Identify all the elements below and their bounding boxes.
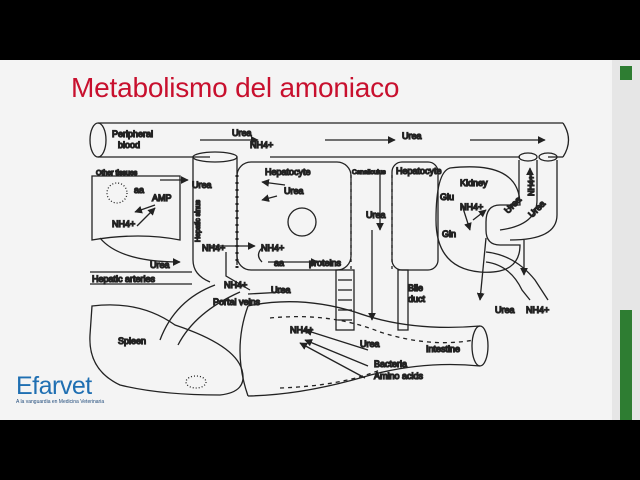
label-amp: AMP: [152, 193, 172, 203]
label-spleen: Spleen: [118, 336, 146, 346]
label-urea-portal: Urea: [271, 285, 291, 295]
scroll-thumb[interactable]: [620, 310, 632, 420]
label-urea-canaliculus: Urea: [366, 210, 386, 220]
label-urea-kidney-2: Urea: [526, 199, 547, 220]
label-urea-top-right: Urea: [402, 131, 422, 141]
spleen: [90, 305, 243, 395]
label-nh4-sinus: NH4+: [202, 243, 225, 253]
label-urea-tissue: Urea: [150, 260, 170, 270]
label-hepatic-arteries: Hepatic arteries: [92, 274, 156, 284]
label-peripheral: Peripheral: [112, 129, 153, 139]
logo-brand: Efarvet: [16, 372, 104, 401]
label-intestine: Intestine: [426, 344, 460, 354]
label-canaliculus: Canaliculus: [352, 169, 386, 176]
scroll-marker: [620, 66, 632, 80]
logo-tagline: A la vanguardia en Medicina Veterinaria: [16, 399, 104, 405]
label-urea-intestine: Urea: [360, 339, 380, 349]
label-proteins: proteins: [309, 258, 342, 268]
label-urea-bottom: Urea: [495, 305, 515, 315]
label-bile: Bile: [408, 283, 423, 293]
label-duct: duct: [408, 294, 426, 304]
label-nh4-hepatocyte: NH4+: [261, 243, 284, 253]
label-portal-veins: Portal veins: [213, 297, 261, 307]
peripheral-vessel: [90, 123, 569, 157]
label-hepatocyte-1: Hepatocyte: [265, 167, 311, 177]
label-nh4-tissue: NH4+: [112, 219, 135, 229]
label-other-tissues: Other tissues: [96, 170, 138, 177]
label-nh4-top: NH4+: [250, 140, 273, 150]
label-kidney: Kidney: [460, 178, 488, 188]
label-aa-left: aa: [134, 185, 144, 195]
label-hepatocyte-2: Hepatocyte: [396, 166, 442, 176]
label-hepatic-sinus: Hepatic sinus: [195, 199, 202, 242]
label-gln: Gln: [442, 229, 456, 239]
label-glu: Glu: [440, 192, 454, 202]
label-nh4-vertical: NH4+: [527, 175, 536, 196]
ammonia-metabolism-diagram: Peripheral blood Urea NH4+ Urea Other ti…: [0, 60, 612, 420]
label-aa-hepatocyte: aa: [274, 258, 284, 268]
label-urea-hepatocyte: Urea: [284, 186, 304, 196]
label-urea-hep-left: Urea: [192, 180, 212, 190]
scroll-bar[interactable]: [612, 60, 640, 420]
label-amino-acids: Amino acids: [374, 371, 424, 381]
label-nh4-bottom: NH4+: [526, 305, 549, 315]
label-urea-top-left: Urea: [232, 128, 252, 138]
kidney: [436, 153, 557, 300]
label-nh4-intestine: NH4+: [290, 325, 313, 335]
label-bacteria: Bacteria: [374, 359, 407, 369]
label-blood: blood: [118, 140, 140, 150]
efarvet-logo: Efarvet A la vanguardia en Medicina Vete…: [16, 372, 104, 405]
label-nh4-portal: NH4+: [224, 280, 247, 290]
label-nh4-kidney: NH4+: [460, 202, 483, 212]
